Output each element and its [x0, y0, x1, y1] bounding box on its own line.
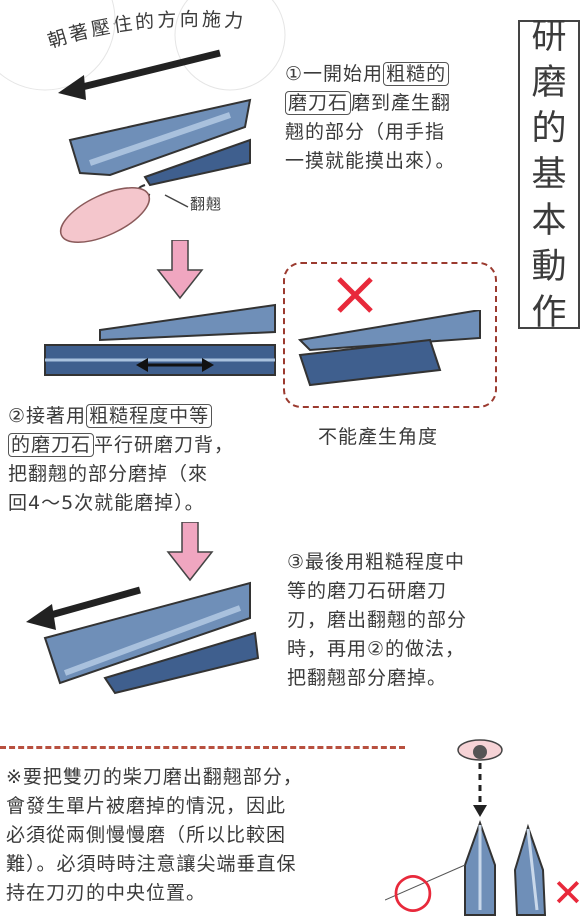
step3-text: ③最後用粗糙程度中 等的磨刀石研磨刀 刃，磨出翻翹的部分 時，再用②的做法， 把… — [287, 551, 468, 689]
push-arrow-icon — [69, 49, 221, 94]
decorative-circles — [0, 0, 286, 91]
wrong-mark: ✕ — [552, 871, 582, 915]
wrong-caption: 不能產生角度 — [318, 426, 439, 448]
illustration-step3 — [26, 581, 260, 695]
correct-mark: ○ — [392, 862, 434, 918]
illustration-step2 — [44, 303, 276, 376]
section-title: 研磨的基本動作 — [518, 17, 580, 333]
illustration-step1 — [58, 49, 252, 243]
top-caption: 朝著壓住的方向施力 — [45, 9, 244, 53]
stone-shape — [143, 138, 251, 187]
wrong-cross-icon — [337, 277, 373, 313]
illustration-eye-blades — [385, 739, 547, 916]
stone-shape — [103, 631, 260, 695]
down-arrow-icon-2 — [166, 522, 214, 582]
step2-text: ②接著用粗糙程度中等 的磨刀石平行研磨刀背， 把翻翹的部分磨掉（來 回4～5次就… — [8, 404, 235, 514]
wrong-example-box — [283, 262, 497, 408]
finger-shape — [59, 187, 151, 243]
step1-text: ①一開始用粗糙的 磨刀石磨到產生翻 翹的部分（用手指 一摸就能摸出來）。 — [285, 62, 456, 172]
illustration-wrong — [297, 310, 481, 387]
step1-number: ① — [285, 63, 304, 85]
down-arrow-icon — [156, 240, 204, 300]
note-divider — [0, 746, 405, 749]
note-text: ※要把雙刃的柴刀磨出翻翹部分， 會發生單片被磨掉的情況，因此 必須從兩側慢慢磨（… — [6, 766, 303, 904]
burr-label: 翻翹 — [190, 195, 223, 213]
